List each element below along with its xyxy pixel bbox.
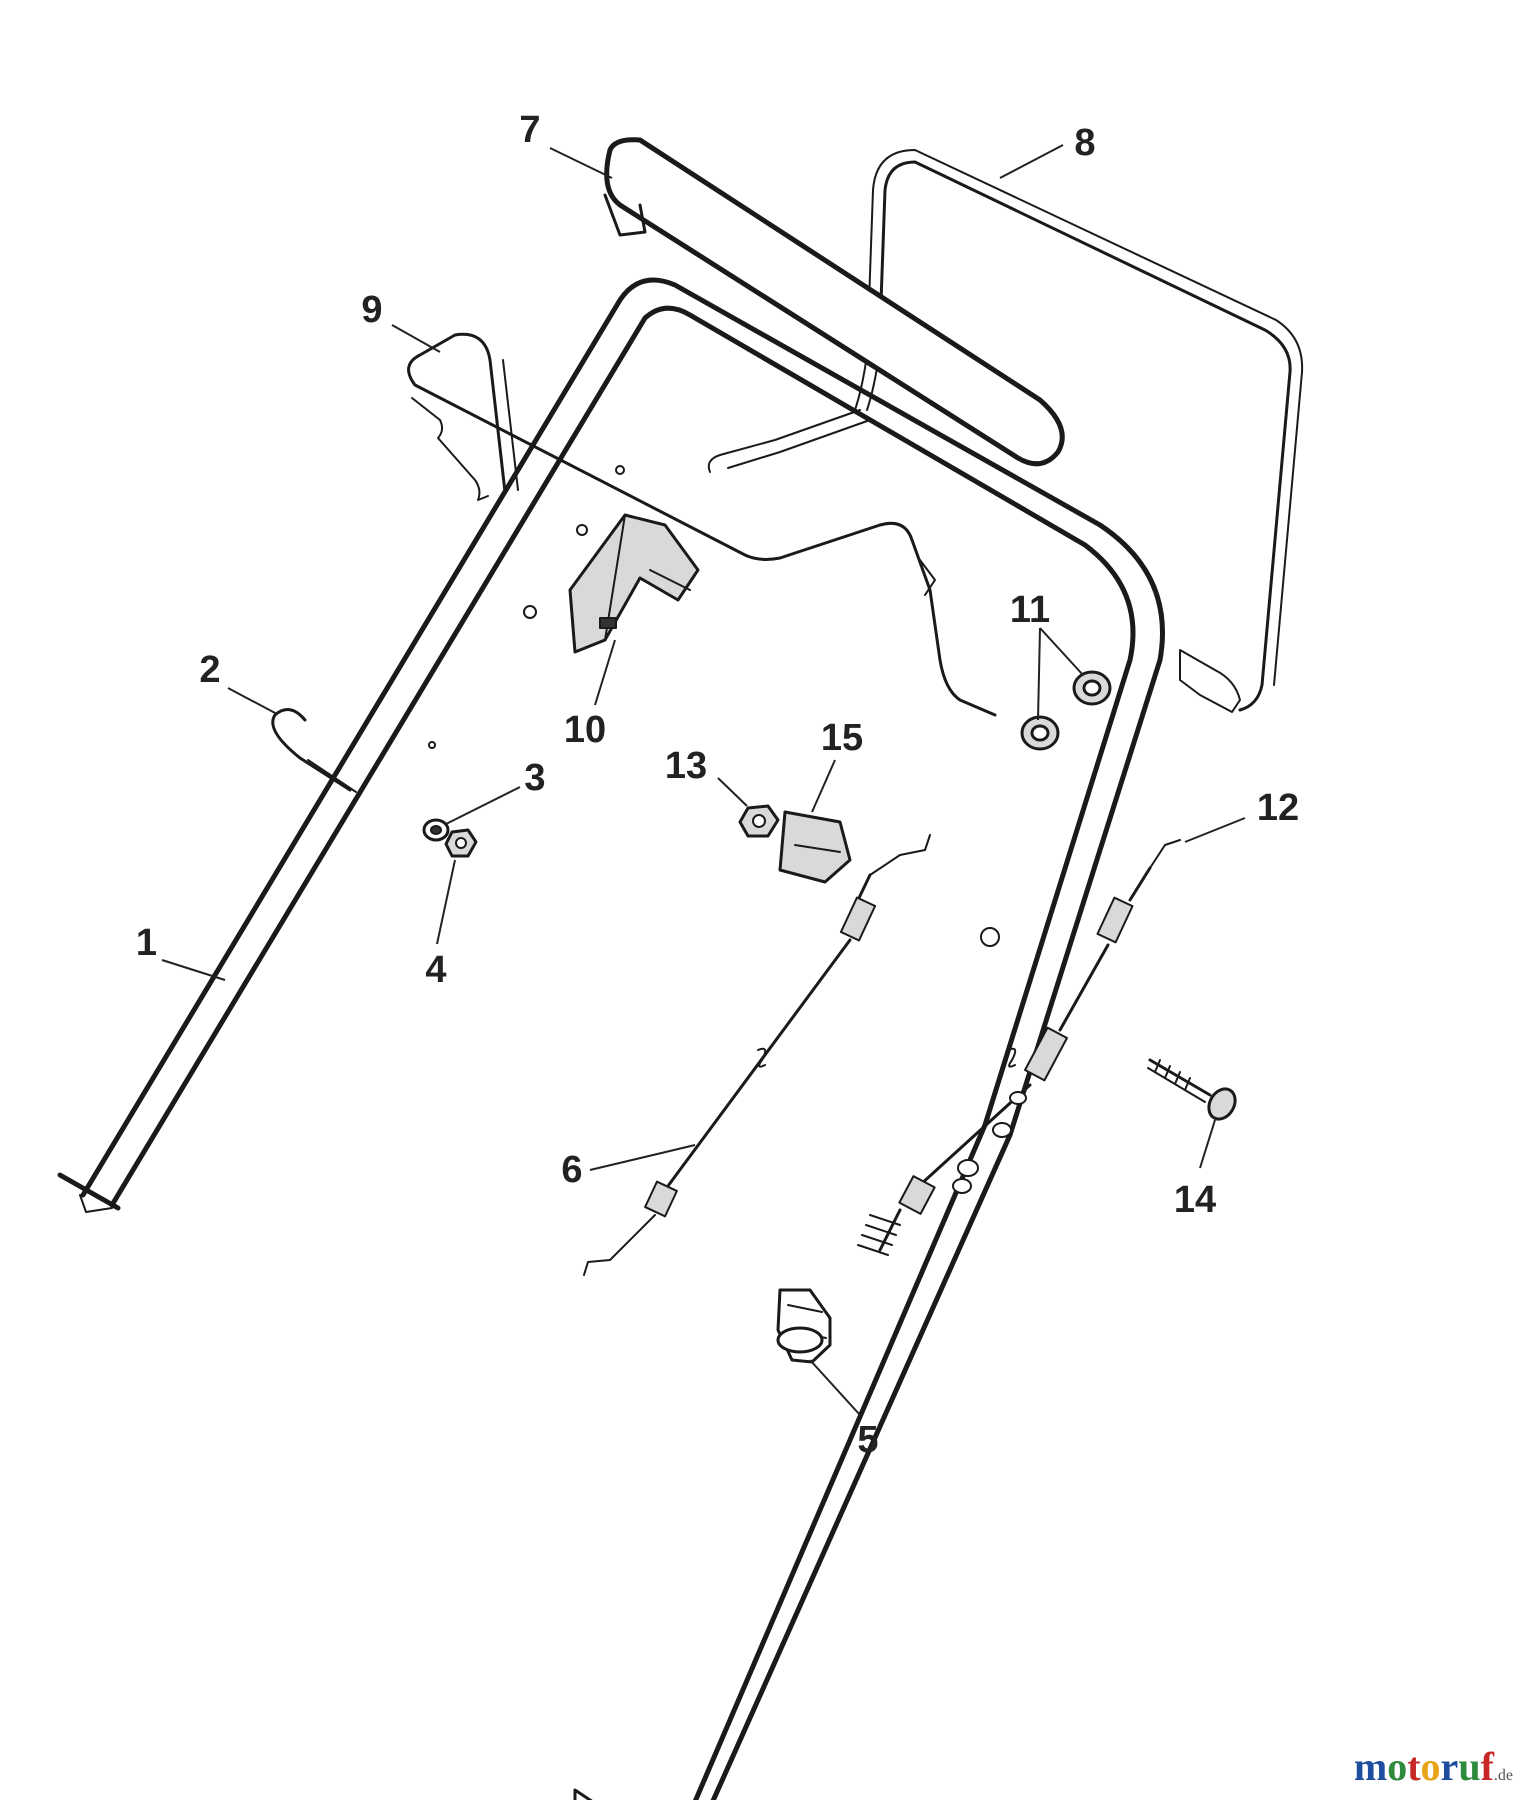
watermark-letter: o — [1387, 1744, 1408, 1789]
watermark-letter: m — [1353, 1744, 1388, 1789]
part-9-bail — [407, 332, 997, 717]
part-2-hook-bolt — [271, 708, 357, 793]
watermark-letter: u — [1458, 1744, 1481, 1789]
callout-7: 7 — [519, 109, 540, 151]
part-15-clip — [778, 810, 852, 884]
part-8-bag-frame — [707, 149, 1304, 713]
callout-13: 13 — [665, 745, 707, 787]
part-13-nut — [738, 804, 780, 838]
part-14-bolt — [1147, 1058, 1237, 1121]
callout-labels: 1 2 3 4 5 6 7 8 9 10 11 12 13 14 15 — [136, 109, 1299, 1461]
watermark-letter: o — [1420, 1744, 1441, 1789]
callout-8: 8 — [1074, 122, 1095, 164]
part-7-top-handle — [603, 137, 1065, 467]
part-1-main-handle — [57, 277, 1165, 1800]
part-3-washer — [422, 818, 450, 842]
callout-3: 3 — [524, 757, 545, 799]
part-6-cable — [583, 834, 931, 1276]
callout-4: 4 — [425, 949, 446, 991]
watermark-letter: f — [1480, 1744, 1494, 1789]
callout-14: 14 — [1174, 1179, 1216, 1221]
part-12-cable — [857, 839, 1181, 1256]
callout-12: 12 — [1257, 787, 1299, 829]
callout-10: 10 — [564, 709, 606, 751]
callout-9: 9 — [361, 289, 382, 331]
callout-1: 1 — [136, 922, 157, 964]
callout-5: 5 — [857, 1419, 878, 1461]
callout-11: 11 — [1010, 589, 1050, 631]
watermark-letter: r — [1440, 1744, 1459, 1789]
callout-15: 15 — [821, 717, 863, 759]
watermark-tld: .de — [1493, 1767, 1513, 1784]
part-4-nut — [444, 828, 478, 858]
watermark-letter: t — [1407, 1744, 1421, 1789]
part-10-bracket — [568, 513, 700, 654]
callout-2: 2 — [199, 649, 220, 691]
part-5-cable-clip — [776, 1288, 832, 1364]
part-11-spacers — [1020, 670, 1112, 751]
callout-6: 6 — [561, 1149, 582, 1191]
watermark-logo: motoruf.de — [1354, 1743, 1513, 1790]
leader-lines — [161, 144, 1246, 1416]
